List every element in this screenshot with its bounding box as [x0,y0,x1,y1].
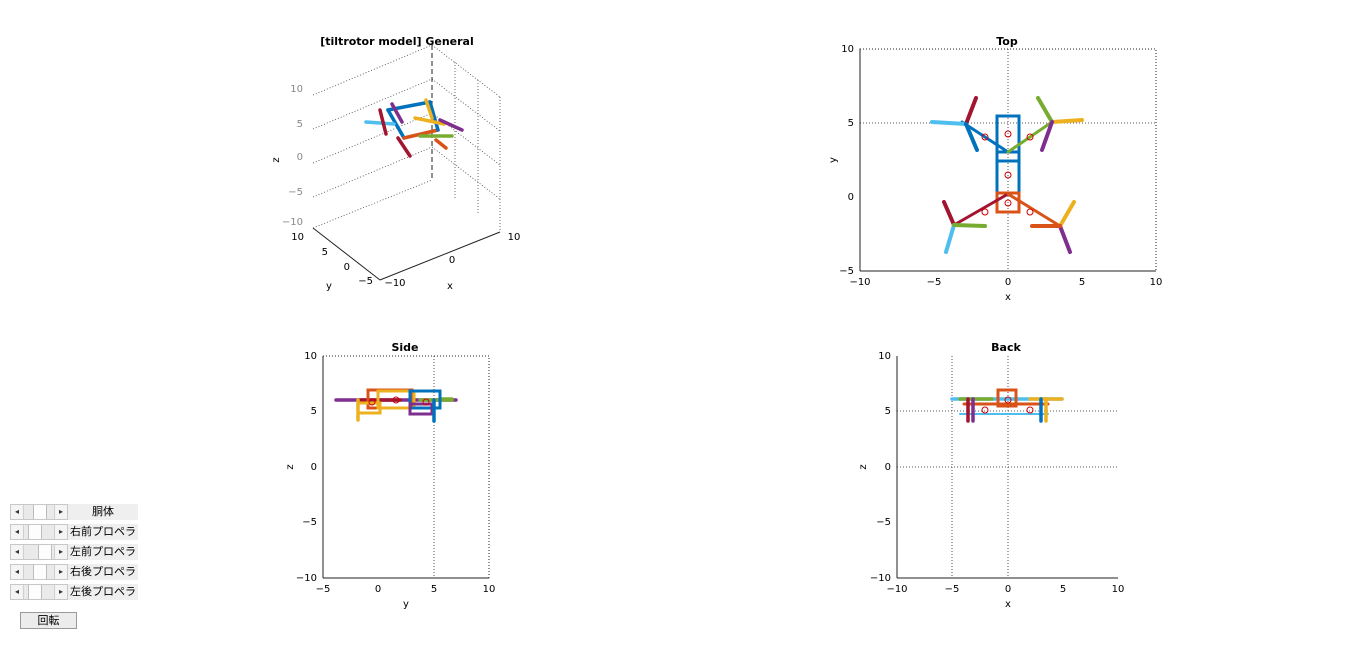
general-title: [tiltrotor model] General [320,35,474,48]
back-x-tick: 0 [1005,584,1011,595]
arrow-left-icon[interactable]: ◂ [11,565,24,579]
arrow-right-icon[interactable]: ▸ [54,585,67,599]
top-y-tick: 0 [848,192,854,203]
side-ylabel: z [285,464,296,469]
slider-thumb[interactable] [33,565,47,579]
arrow-left-icon[interactable]: ◂ [11,525,24,539]
general-model [364,98,464,158]
top-y-tick: 5 [848,118,854,129]
back-x-tick: −5 [945,584,960,595]
body-slider-row: ◂ ▸ 胴体 [10,503,138,521]
general-y-tick: 10 [291,232,304,243]
arrow-right-icon[interactable]: ▸ [54,525,67,539]
arrow-left-icon[interactable]: ◂ [11,545,24,559]
back-ylabel: z [858,464,869,469]
top-x-tick: 5 [1079,277,1085,288]
general-z-tick: −10 [282,217,303,228]
top-x-tick: −10 [849,277,870,288]
side-x-tick: 10 [483,584,496,595]
back-markers [981,396,1034,414]
top-y-tick: −5 [839,266,854,277]
back-model [950,388,1064,423]
front-left-propeller-label: 左前プロペラ [68,544,138,560]
side-markers [368,396,430,406]
front-right-propeller-label: 右前プロペラ [68,524,138,540]
back-x-tick: 10 [1112,584,1125,595]
side-title: Side [391,341,418,354]
general-y-tick: 5 [322,247,328,258]
side-y-tick: 0 [311,462,317,473]
top-xlabel: x [1005,292,1011,303]
back-y-tick: 5 [885,406,891,417]
front-right-propeller-slider-row: ◂ ▸ 右前プロペラ [10,523,138,541]
general-z-tick: 10 [290,84,303,95]
top-axes[interactable]: Top [828,35,1162,303]
general-x-tick: −10 [384,278,405,289]
side-xlabel: y [403,599,409,610]
arrow-right-icon[interactable]: ▸ [54,565,67,579]
general-x-tick: 0 [449,255,455,266]
general-box [312,45,501,281]
side-y-tick: −5 [302,517,317,528]
back-y-tick: −10 [870,573,891,584]
rear-left-propeller-label: 左後プロペラ [68,584,138,600]
side-y-tick: 10 [304,351,317,362]
back-y-tick: −5 [876,517,891,528]
side-x-tick: −5 [316,584,331,595]
general-y-tick: 0 [344,262,350,273]
back-y-tick: 0 [885,462,891,473]
rear-left-propeller-slider-row: ◂ ▸ 左後プロペラ [10,583,138,601]
general-z-tick: −5 [288,187,303,198]
top-x-tick: −5 [927,277,942,288]
top-x-tick: 10 [1150,277,1163,288]
top-title: Top [996,35,1018,48]
side-y-tick: 5 [311,406,317,417]
arrow-left-icon[interactable]: ◂ [11,505,24,519]
general-z-tick: 0 [297,152,303,163]
top-model [930,96,1084,254]
front-right-propeller-slider[interactable]: ◂ ▸ [10,524,68,540]
general-ylabel: y [326,281,332,292]
side-model [334,388,458,423]
general-x-tick: 10 [508,232,521,243]
rotate-button[interactable]: 回転 [20,612,77,629]
side-x-tick: 0 [375,584,381,595]
back-x-tick: −10 [886,584,907,595]
rear-left-propeller-slider[interactable]: ◂ ▸ [10,584,68,600]
slider-thumb[interactable] [28,525,42,539]
general-zlabel: z [271,157,282,162]
top-x-tick: 0 [1005,277,1011,288]
arrow-right-icon[interactable]: ▸ [54,505,67,519]
rear-right-propeller-label: 右後プロペラ [68,564,138,580]
back-title: Back [991,341,1021,354]
general-xlabel: x [447,281,453,292]
back-xlabel: x [1005,599,1011,610]
general-y-tick: −5 [358,276,373,287]
general-grid [312,44,501,232]
arrow-left-icon[interactable]: ◂ [11,585,24,599]
body-slider-label: 胴体 [68,504,138,520]
back-y-tick: 10 [878,351,891,362]
back-x-tick: 5 [1060,584,1066,595]
general-z-tick: 5 [297,119,303,130]
front-left-propeller-slider[interactable]: ◂ ▸ [10,544,68,560]
general-axes[interactable]: [tiltrotor model] General [271,35,520,292]
slider-thumb[interactable] [28,585,42,599]
arrow-right-icon[interactable]: ▸ [54,545,67,559]
side-y-tick: −10 [296,573,317,584]
side-axes[interactable]: Side 10 5 0 −5 −10 z −5 0 5 [285,341,495,610]
slider-thumb[interactable] [33,505,47,519]
front-left-propeller-slider-row: ◂ ▸ 左前プロペラ [10,543,138,561]
top-ylabel: y [828,157,839,163]
top-y-tick: 10 [841,44,854,55]
body-slider[interactable]: ◂ ▸ [10,504,68,520]
top-markers [981,130,1034,216]
rear-right-propeller-slider-row: ◂ ▸ 右後プロペラ [10,563,138,581]
slider-thumb[interactable] [38,545,52,559]
back-grid [897,356,1118,578]
rear-right-propeller-slider[interactable]: ◂ ▸ [10,564,68,580]
back-axes[interactable]: Back 10 5 0 −5 −10 z −10 [858,341,1124,610]
side-x-tick: 5 [431,584,437,595]
